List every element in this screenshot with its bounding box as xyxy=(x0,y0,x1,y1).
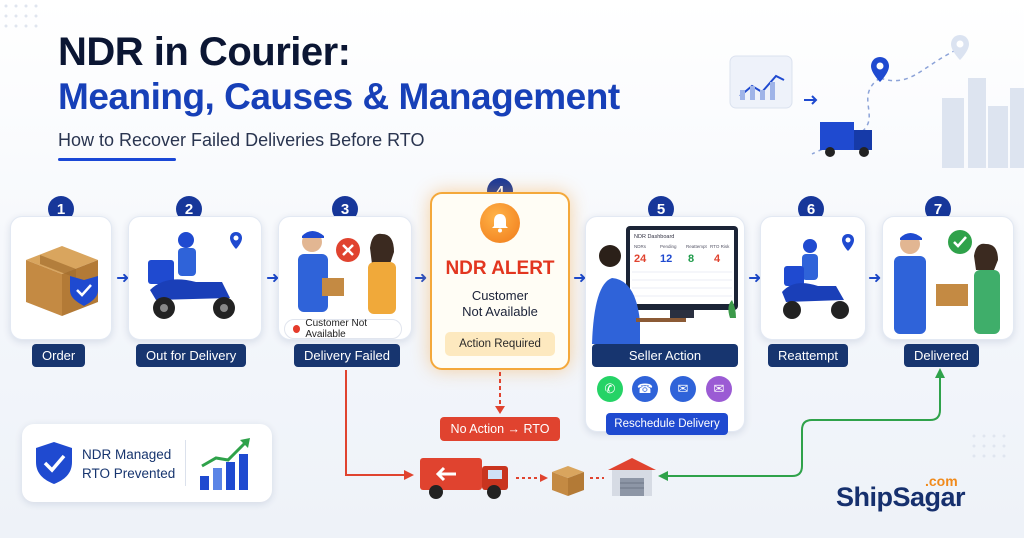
dot-grid-decoration-2 xyxy=(972,434,1006,458)
shield-check-icon xyxy=(36,442,72,484)
sms-message-icon[interactable]: ✉ xyxy=(670,376,696,402)
step-order-label: Order xyxy=(32,344,86,367)
seller-dashboard-illustration: NDR Dashboard NDRs 24 Pending 12 Reattem… xyxy=(592,226,738,344)
metric-value-2: 8 xyxy=(688,253,694,265)
action-required-badge: Action Required xyxy=(445,332,555,356)
bell-icon xyxy=(480,203,520,243)
flow-arrow-4: ➜ xyxy=(573,270,587,287)
phone-call-icon[interactable]: ☎ xyxy=(632,376,658,402)
dot-grid-decoration xyxy=(4,4,38,28)
brand-logo-text: ShipSagar xyxy=(836,482,966,512)
flow-arrow-6: ➜ xyxy=(868,270,882,287)
email-icon[interactable]: ✉ xyxy=(706,376,732,402)
flow-arrow-2: ➜ xyxy=(266,270,280,287)
metric-label-0: NDRs xyxy=(634,244,647,249)
ndr-alert-line2: Not Available xyxy=(462,304,538,319)
map-pin-icon-2 xyxy=(951,35,969,60)
parcel-box-icon xyxy=(26,246,98,316)
summary-divider xyxy=(185,440,186,486)
step-reattempt-label: Reattempt xyxy=(768,344,848,367)
ndr-managed-line: NDR Managed xyxy=(82,447,172,462)
flow-arrow-1: ➜ xyxy=(116,270,130,287)
page-subtitle: How to Recover Failed Deliveries Before … xyxy=(58,130,425,150)
flow-arrow-3: ➜ xyxy=(414,270,428,287)
step-seller-action-label: Seller Action xyxy=(592,344,738,367)
metric-label-2: Reattempt xyxy=(686,244,708,249)
route-illustration xyxy=(729,49,1024,168)
metric-value-3: 4 xyxy=(714,253,721,265)
delivery-status-pill: Customer Not Available xyxy=(284,318,402,340)
scooter-rider-icon xyxy=(148,232,242,319)
step-delivered-label: Delivered xyxy=(904,344,979,367)
warehouse-icon xyxy=(608,458,656,496)
metric-label-1: Pending xyxy=(660,244,677,249)
ndr-alert-title: NDR ALERT xyxy=(445,258,555,279)
no-action-rto-badge: No Action → RTO xyxy=(440,417,560,441)
delivery-failed-illustration xyxy=(298,231,396,314)
page-title-line2: Meaning, Causes & Management xyxy=(58,76,620,117)
dashboard-title: NDR Dashboard xyxy=(634,234,674,240)
growth-chart-icon xyxy=(200,438,250,490)
flow-arrow-5: ➜ xyxy=(748,270,762,287)
subtitle-underline xyxy=(58,158,176,161)
page-title-line1: NDR in Courier: xyxy=(58,30,351,74)
rto-truck-icon xyxy=(420,458,508,499)
metric-value-1: 12 xyxy=(660,253,672,265)
ndr-alert-message: Customer Not Available xyxy=(430,288,570,320)
rto-prevented-line: RTO Prevented xyxy=(82,466,176,481)
whatsapp-icon[interactable]: ✆ xyxy=(597,376,623,402)
metric-value-0: 24 xyxy=(634,253,647,265)
brand-domain-suffix: .com xyxy=(925,473,958,489)
reattempt-scooter-icon xyxy=(782,234,854,319)
metric-label-3: RTO Risk xyxy=(710,244,730,249)
map-pin-icon xyxy=(871,57,889,82)
ndr-alert-line1: Customer xyxy=(471,288,529,303)
step-out-for-delivery-label: Out for Delivery xyxy=(136,344,247,367)
status-dot xyxy=(293,325,301,333)
delivery-status-text: Customer Not Available xyxy=(305,318,368,340)
returned-parcel-icon xyxy=(552,466,584,496)
step-delivery-failed-label: Delivery Failed xyxy=(294,344,400,367)
reschedule-delivery-button[interactable]: Reschedule Delivery xyxy=(606,413,728,435)
ndr-managed-text: NDR Managed RTO Prevented xyxy=(82,445,175,483)
delivered-handover-illustration xyxy=(894,230,1000,334)
